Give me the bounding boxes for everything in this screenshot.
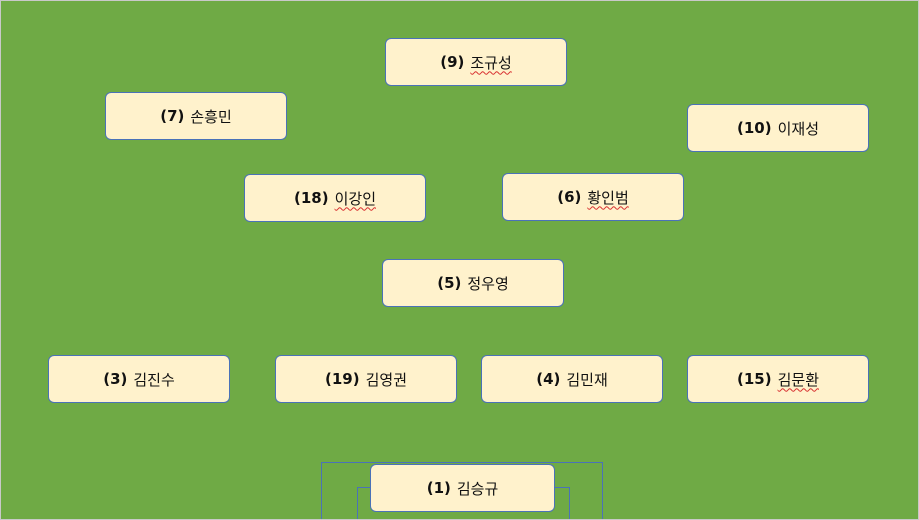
player-number: (15): [737, 370, 772, 388]
player-name: 정우영: [467, 274, 509, 293]
player-card-5: (5) 정우영: [382, 259, 564, 307]
player-number: (10): [737, 119, 772, 137]
player-number: (4): [536, 370, 561, 388]
player-card-1: (1) 김승규: [370, 464, 555, 512]
player-number: (9): [440, 53, 465, 71]
player-card-18: (18) 이강인: [244, 174, 426, 222]
player-name: 황인범: [587, 188, 629, 207]
player-card-10: (10) 이재성: [687, 104, 869, 152]
player-name: 이재성: [777, 119, 819, 138]
player-name: 조규성: [470, 53, 512, 72]
player-number: (18): [294, 189, 329, 207]
player-card-9: (9) 조규성: [385, 38, 567, 86]
player-name: 이강인: [334, 189, 376, 208]
player-number: (19): [325, 370, 360, 388]
player-name: 김문환: [777, 370, 819, 389]
player-number: (5): [437, 274, 462, 292]
player-card-7: (7) 손흥민: [105, 92, 287, 140]
player-name: 김민재: [566, 370, 608, 389]
player-number: (6): [557, 188, 582, 206]
player-name: 김영권: [365, 370, 407, 389]
player-card-3: (3) 김진수: [48, 355, 230, 403]
player-card-15: (15) 김문환: [687, 355, 869, 403]
player-number: (1): [426, 479, 451, 497]
penalty-box: [321, 462, 603, 519]
player-name: 김승규: [456, 479, 499, 498]
player-card-6: (6) 황인범: [502, 173, 684, 221]
player-number: (3): [103, 370, 128, 388]
player-name: 김진수: [133, 370, 175, 389]
player-card-4: (4) 김민재: [481, 355, 663, 403]
player-name: 손흥민: [190, 107, 232, 126]
player-number: (7): [160, 107, 185, 125]
player-card-19: (19) 김영권: [275, 355, 457, 403]
